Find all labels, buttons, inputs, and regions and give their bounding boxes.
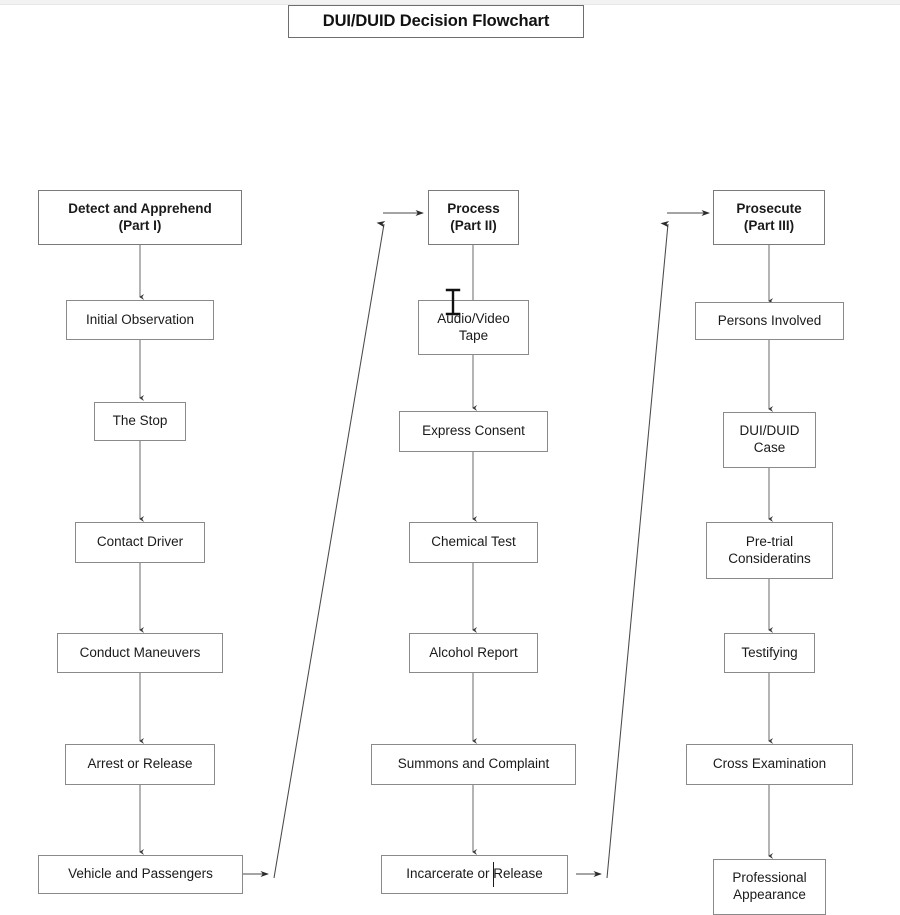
- node-label: Alcohol Report: [429, 644, 518, 660]
- node-vehicle-and-passengers[interactable]: Vehicle and Passengers: [38, 855, 243, 894]
- node-chemical-test[interactable]: Chemical Test: [409, 522, 538, 563]
- node-the-stop[interactable]: The Stop: [94, 402, 186, 441]
- node-express-consent[interactable]: Express Consent: [399, 411, 548, 452]
- node-label: Express Consent: [422, 423, 525, 439]
- node-label: Chemical Test: [431, 534, 516, 550]
- node-label: The Stop: [112, 413, 168, 429]
- node-initial-observation[interactable]: Initial Observation: [66, 300, 214, 340]
- node-conduct-maneuvers[interactable]: Conduct Maneuvers: [57, 633, 223, 673]
- node-label: Vehicle and Passengers: [68, 866, 213, 882]
- node-arrest-or-release[interactable]: Arrest or Release: [65, 744, 215, 785]
- node-audio-video-tape[interactable]: Audio/Video Tape: [418, 300, 529, 355]
- node-label: Incarcerate or Release: [406, 866, 543, 882]
- page-top-edge: [0, 0, 900, 5]
- page-title-text: DUI/DUID Decision Flowchart: [322, 12, 550, 30]
- node-label: Arrest or Release: [87, 756, 193, 772]
- page-title: DUI/DUID Decision Flowchart: [288, 5, 584, 38]
- node-persons-involved[interactable]: Persons Involved: [695, 302, 844, 340]
- node-label: Conduct Maneuvers: [79, 644, 201, 660]
- node-label: Process (Part II): [447, 200, 500, 233]
- node-label: Audio/Video Tape: [437, 310, 510, 343]
- node-label: Testifying: [741, 644, 798, 660]
- node-label: Professional Appearance: [732, 870, 807, 902]
- node-cross-examination[interactable]: Cross Examination: [686, 744, 853, 785]
- node-testifying[interactable]: Testifying: [724, 633, 815, 673]
- node-process[interactable]: Process (Part II): [428, 190, 519, 245]
- node-contact-driver[interactable]: Contact Driver: [75, 522, 205, 563]
- node-prosecute[interactable]: Prosecute (Part III): [713, 190, 825, 245]
- node-detect-and-apprehend[interactable]: Detect and Apprehend (Part I): [38, 190, 242, 245]
- node-label: Persons Involved: [717, 312, 822, 328]
- node-label: Pre-trial Consideratins: [728, 533, 811, 566]
- node-label: Summons and Complaint: [397, 756, 550, 772]
- node-label: Cross Examination: [712, 756, 827, 772]
- node-summons-and-complaint[interactable]: Summons and Complaint: [371, 744, 576, 785]
- node-incarcerate-or-release[interactable]: Incarcerate or Release: [381, 855, 568, 894]
- node-label: Initial Observation: [85, 311, 195, 327]
- node-label: Detect and Apprehend (Part I): [68, 200, 212, 233]
- node-label: Contact Driver: [96, 534, 184, 550]
- node-label: Prosecute (Part III): [736, 200, 802, 233]
- node-alcohol-report[interactable]: Alcohol Report: [409, 633, 538, 673]
- node-label: DUI/DUID Case: [739, 423, 800, 455]
- node-dui-duid-case[interactable]: DUI/DUID Case: [723, 412, 816, 468]
- node-professional-appearance[interactable]: Professional Appearance: [713, 859, 826, 915]
- node-pre-trial-considerations[interactable]: Pre-trial Consideratins: [706, 522, 833, 579]
